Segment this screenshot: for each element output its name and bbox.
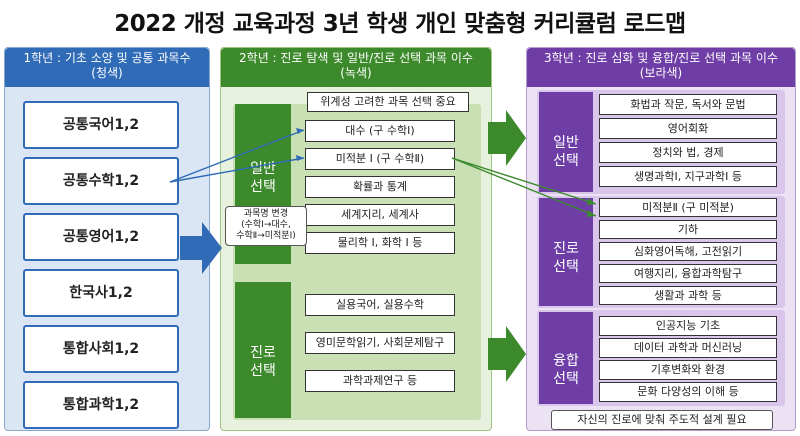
- grade1-header-title: 1학년 : 기초 소양 및 공통 과목수: [23, 51, 191, 65]
- connector-arrowhead: [587, 198, 596, 205]
- subject-box: 영미문학읽기, 사회문제탐구: [305, 332, 455, 354]
- subject-box: 여행지리, 융합과학탐구: [599, 264, 777, 283]
- subject-box: 인공지능 기초: [599, 316, 777, 336]
- subject-box: 데이터 과학과 머신러닝: [599, 338, 777, 358]
- subject-box: 세계지리, 세계사: [305, 204, 455, 226]
- big-arrow-green-bottom: [488, 326, 526, 382]
- subject-box: 확률과 통계: [305, 176, 455, 198]
- subject-box: 생활과 과학 등: [599, 286, 777, 305]
- subject-box: 기하: [599, 220, 777, 239]
- grade2-header-color: (녹색): [340, 66, 372, 80]
- subject-box: 실용국어, 실용수학: [305, 294, 455, 316]
- page-title: 2022 개정 교육과정 3년 학생 개인 맞춤형 커리큘럼 로드맵: [114, 11, 686, 37]
- connector-calc1-to-calc2b: [451, 157, 597, 217]
- general-select-label: 일반 선택: [539, 92, 593, 192]
- subject-box: 한국사1,2: [23, 269, 179, 317]
- subject-box: 정치와 법, 경제: [599, 142, 777, 163]
- grade3-header-color: (보라색): [639, 66, 683, 80]
- grade2-header: 2학년 : 진로 탐색 및 일반/진로 선택 과목 이수 (녹색): [221, 48, 491, 87]
- grade1-header-color: (청색): [91, 66, 123, 80]
- subject-box: 심화영어독해, 고전읽기: [599, 242, 777, 261]
- big-arrow-blue: [180, 222, 222, 274]
- subject-box: 공통국어1,2: [23, 101, 179, 149]
- grade2-header-title: 2학년 : 진로 탐색 및 일반/진로 선택 과목 이수: [239, 51, 473, 65]
- grade3-panel: 3학년 : 진로 심화 및 융합/진로 선택 과목 이수 (보라색) 일반 선택…: [526, 47, 796, 431]
- connector-arrowhead: [296, 155, 304, 161]
- career-select-label: 진로 선택: [539, 198, 593, 306]
- big-arrow-green-top: [488, 110, 526, 166]
- subject-box: 통합과학1,2: [23, 381, 179, 429]
- connector-math-to-algebra: [169, 129, 305, 183]
- design-note: 자신의 진로에 맞춰 주도적 설계 필요: [551, 410, 773, 430]
- subject-box: 화법과 작문, 독서와 문법: [599, 94, 777, 115]
- grade2-panel: 2학년 : 진로 탐색 및 일반/진로 선택 과목 이수 (녹색) 일반 선택 …: [220, 47, 492, 431]
- grade1-panel: 1학년 : 기초 소양 및 공통 과목수 (청색) 공통국어1,2 공통수학1,…: [4, 47, 210, 431]
- subject-box: 기후변화와 환경: [599, 360, 777, 380]
- subject-box: 미적분 Ⅰ (구 수학Ⅱ): [305, 148, 455, 170]
- subject-box: 통합사회1,2: [23, 325, 179, 373]
- subject-box: 물리학 Ⅰ, 화학 Ⅰ 등: [305, 232, 455, 254]
- subject-box: 문화 다양성의 이해 등: [599, 382, 777, 402]
- subject-box: 공통수학1,2: [23, 157, 179, 205]
- subject-box: 영어회화: [599, 118, 777, 139]
- connector-arrowhead: [296, 128, 304, 134]
- subject-box: 과학과제연구 등: [305, 370, 455, 392]
- grade1-header: 1학년 : 기초 소양 및 공통 과목수 (청색): [5, 48, 209, 87]
- subject-box: 공통영어1,2: [23, 213, 179, 261]
- career-select-label: 진로 선택: [235, 282, 291, 418]
- connector-calc1-to-calc2a: [451, 157, 597, 205]
- grade3-header: 3학년 : 진로 심화 및 융합/진로 선택 과목 이수 (보라색): [527, 48, 795, 87]
- fusion-select-label: 융합 선택: [539, 312, 593, 404]
- grade3-header-title: 3학년 : 진로 심화 및 융합/진로 선택 과목 이수: [544, 51, 778, 65]
- connector-arrowhead: [587, 210, 596, 217]
- subject-box: 미적분Ⅱ (구 미적분): [599, 198, 777, 217]
- connector-math-to-calculus: [169, 157, 305, 183]
- hierarchy-note: 위계성 고려한 과목 선택 중요: [307, 92, 469, 112]
- subject-box: 생명과학Ⅰ, 지구과학Ⅰ 등: [599, 166, 777, 187]
- subject-box: 대수 (구 수학Ⅰ): [305, 120, 455, 142]
- rename-note: 과목명 변경 (수학Ⅰ→대수, 수학Ⅱ→미적분Ⅰ): [225, 206, 307, 246]
